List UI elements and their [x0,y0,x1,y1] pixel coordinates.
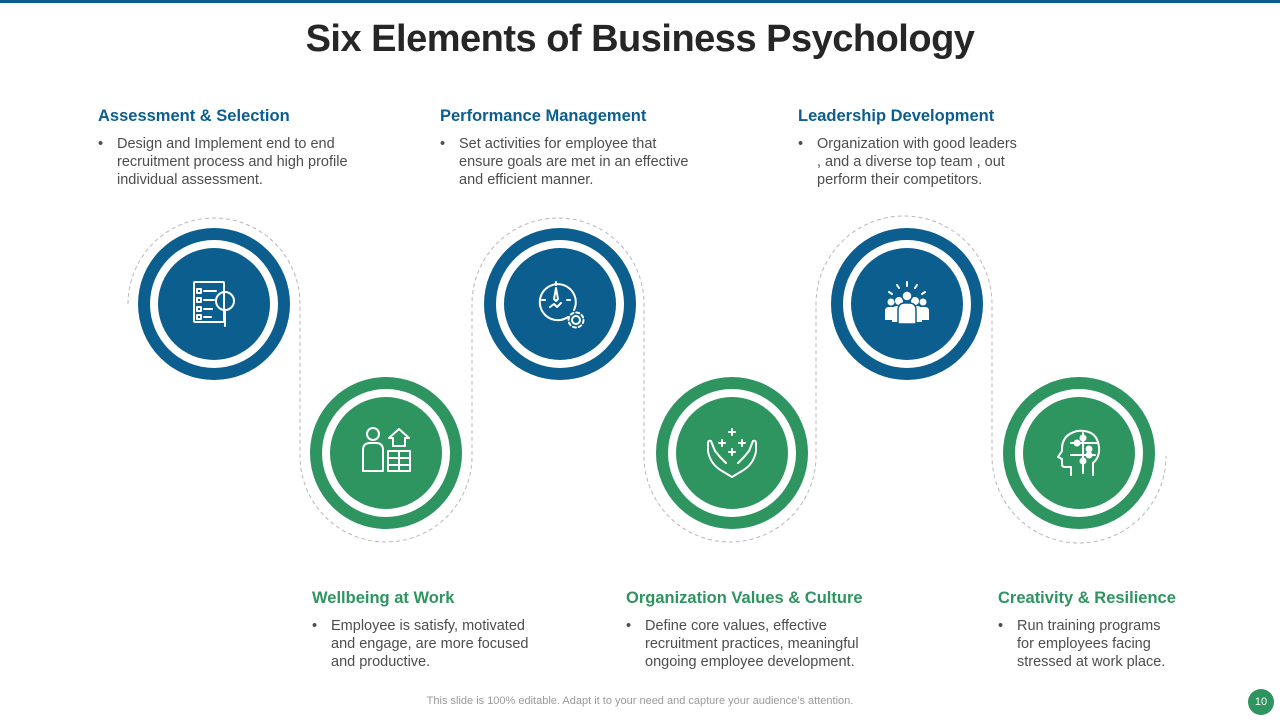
element-bullet-row: • Employee is satisfy, motivated and eng… [312,617,602,671]
bullet-glyph: • [998,618,1004,634]
element-description: Design and Implement end to end recruitm… [117,136,348,188]
bullet-glyph: • [626,618,632,634]
slide-title: Six Elements of Business Psychology [305,18,975,60]
element-title: Performance Management [440,107,647,125]
person-growth-blocks-icon [362,427,411,472]
element-bullet-row: • Run training programs for employees fa… [998,617,1268,671]
element-block-leadership: Leadership Development • Organization wi… [798,107,1088,189]
circle-performance [484,228,636,380]
element-bullet-row: • Define core values, effective recruitm… [626,617,916,671]
element-description: Run training programs for employees faci… [1017,618,1166,670]
element-block-wellbeing: Wellbeing at Work • Employee is satisfy,… [312,589,602,671]
top-accent-rule [0,0,1280,3]
circle-assessment [138,228,290,380]
circle-leadership [831,228,983,380]
element-title: Wellbeing at Work [312,589,455,607]
element-description: Employee is satisfy, motivated and engag… [331,618,529,670]
circle-wellbeing [310,377,462,529]
element-bullet-row: • Set activities for employee that ensur… [440,135,730,189]
leader-team-icon [885,281,929,325]
bullet-glyph: • [798,136,804,152]
page-number-badge: 10 [1248,689,1274,715]
gauge-gear-icon [538,281,585,329]
checklist-magnifier-icon [193,281,235,327]
element-block-performance: Performance Management • Set activities … [440,107,730,189]
element-block-assessment: Assessment & Selection • Design and Impl… [98,107,388,189]
element-block-creativity: Creativity & Resilience • Run training p… [998,589,1268,671]
element-description: Organization with good leaders , and a d… [817,136,1017,188]
element-title: Creativity & Resilience [998,589,1176,607]
element-bullet-row: • Design and Implement end to end recrui… [98,135,388,189]
circle-creativity [1003,377,1155,529]
element-title: Leadership Development [798,107,995,125]
element-block-values-culture: Organization Values & Culture • Define c… [626,589,916,671]
bullet-glyph: • [312,618,318,634]
bullet-glyph: • [440,136,446,152]
hands-sparkles-icon [707,428,757,478]
element-title: Organization Values & Culture [626,589,863,607]
element-description: Define core values, effective recruitmen… [645,618,859,670]
bullet-glyph: • [98,136,104,152]
circle-values-culture [656,377,808,529]
element-bullet-row: • Organization with good leaders , and a… [798,135,1088,189]
element-title: Assessment & Selection [98,107,290,125]
footer-note: This slide is 100% editable. Adapt it to… [426,695,854,707]
head-puzzle-icon [1057,429,1101,476]
element-description: Set activities for employee that ensure … [459,136,689,188]
